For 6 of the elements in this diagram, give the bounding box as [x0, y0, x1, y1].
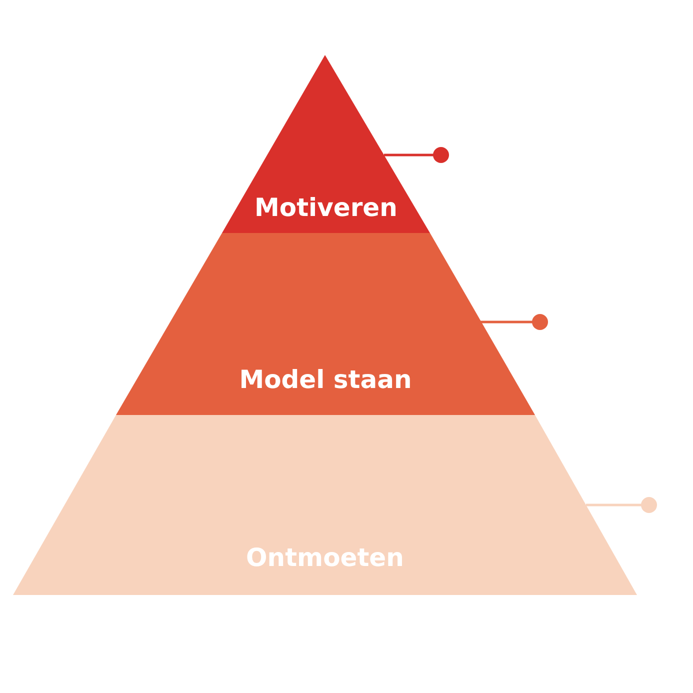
leader-line [384, 147, 449, 163]
layer-label: Motiveren [254, 193, 398, 222]
layer-label: Ontmoeten [246, 543, 404, 572]
leader-line [480, 314, 548, 330]
layer-label: Model staan [239, 365, 412, 394]
leader-line [586, 497, 657, 513]
